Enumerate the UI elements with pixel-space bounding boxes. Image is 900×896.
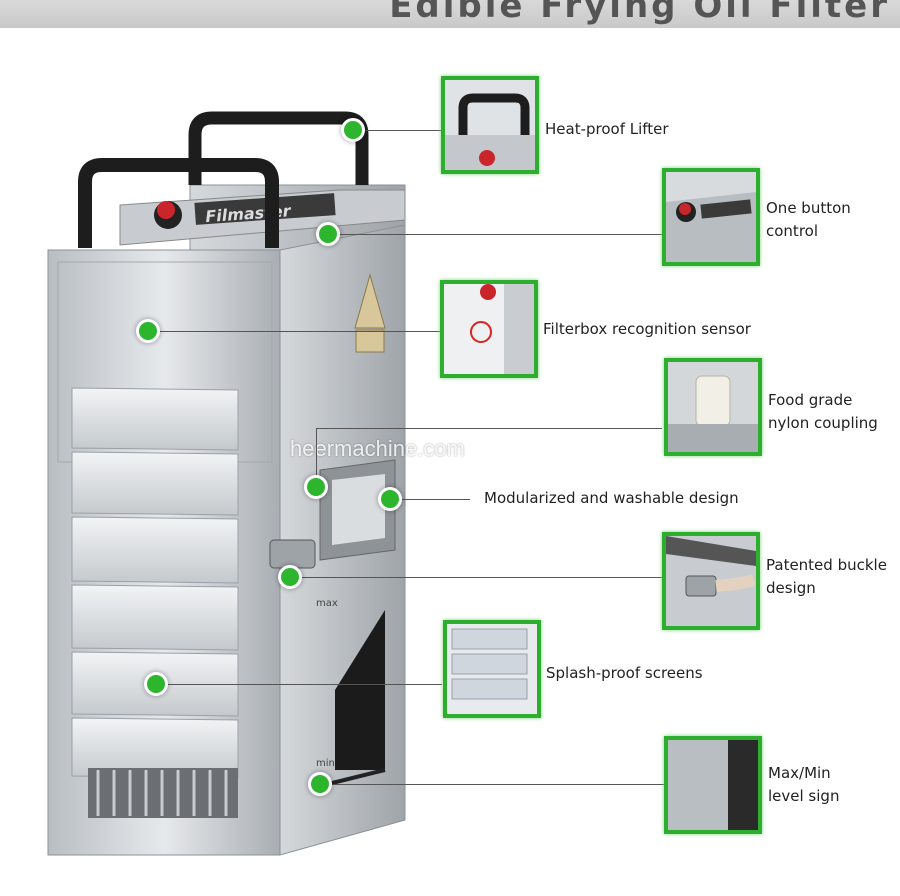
callout-dot-sensor bbox=[139, 322, 157, 340]
title-banner: Edible Frying Oil Filter bbox=[0, 0, 900, 28]
callout-dot-lifter bbox=[344, 121, 362, 139]
callout-dot-button bbox=[319, 225, 337, 243]
feature-label-heat-proof-lifter: Heat-proof Lifter bbox=[545, 120, 669, 138]
leader-line bbox=[290, 577, 664, 578]
thumb-one-button-control bbox=[662, 168, 760, 266]
watermark: heermachine.com bbox=[290, 436, 465, 461]
leader-line bbox=[354, 130, 444, 131]
feature-label-patented-buckle: Patented buckle design bbox=[766, 556, 887, 597]
thumb-splash-proof-screens bbox=[443, 620, 541, 718]
feature-label-nylon-coupling: Food grade nylon coupling bbox=[768, 391, 878, 432]
callout-dot-screens bbox=[147, 675, 165, 693]
leader-line bbox=[390, 499, 470, 500]
leader-line-vertical bbox=[316, 428, 317, 488]
feature-label-modularized: Modularized and washable design bbox=[484, 489, 739, 507]
feature-label-splash-proof: Splash-proof screens bbox=[546, 664, 703, 682]
callout-dot-modular-left bbox=[307, 478, 325, 496]
leader-line bbox=[148, 331, 440, 332]
thumb-max-min-level-sign bbox=[664, 736, 762, 834]
thumb-nylon-coupling bbox=[664, 358, 762, 456]
leader-line bbox=[320, 784, 664, 785]
leader-line bbox=[328, 234, 662, 235]
leader-line bbox=[156, 684, 442, 685]
thumb-filterbox-sensor bbox=[440, 280, 538, 378]
callout-dot-level bbox=[311, 775, 329, 793]
thumb-heat-proof-lifter bbox=[441, 76, 539, 174]
feature-label-filterbox-sensor: Filterbox recognition sensor bbox=[543, 320, 751, 338]
feature-label-one-button-control: One button control bbox=[766, 199, 851, 240]
min-mark: min bbox=[316, 758, 335, 769]
banner-title: Edible Frying Oil Filter bbox=[389, 0, 890, 26]
callout-dot-buckle bbox=[281, 568, 299, 586]
thumb-patented-buckle bbox=[662, 532, 760, 630]
callout-dot-modular-right bbox=[381, 490, 399, 508]
max-mark: max bbox=[316, 598, 338, 609]
leader-line bbox=[316, 428, 662, 429]
feature-label-max-min-level: Max/Min level sign bbox=[768, 764, 840, 805]
